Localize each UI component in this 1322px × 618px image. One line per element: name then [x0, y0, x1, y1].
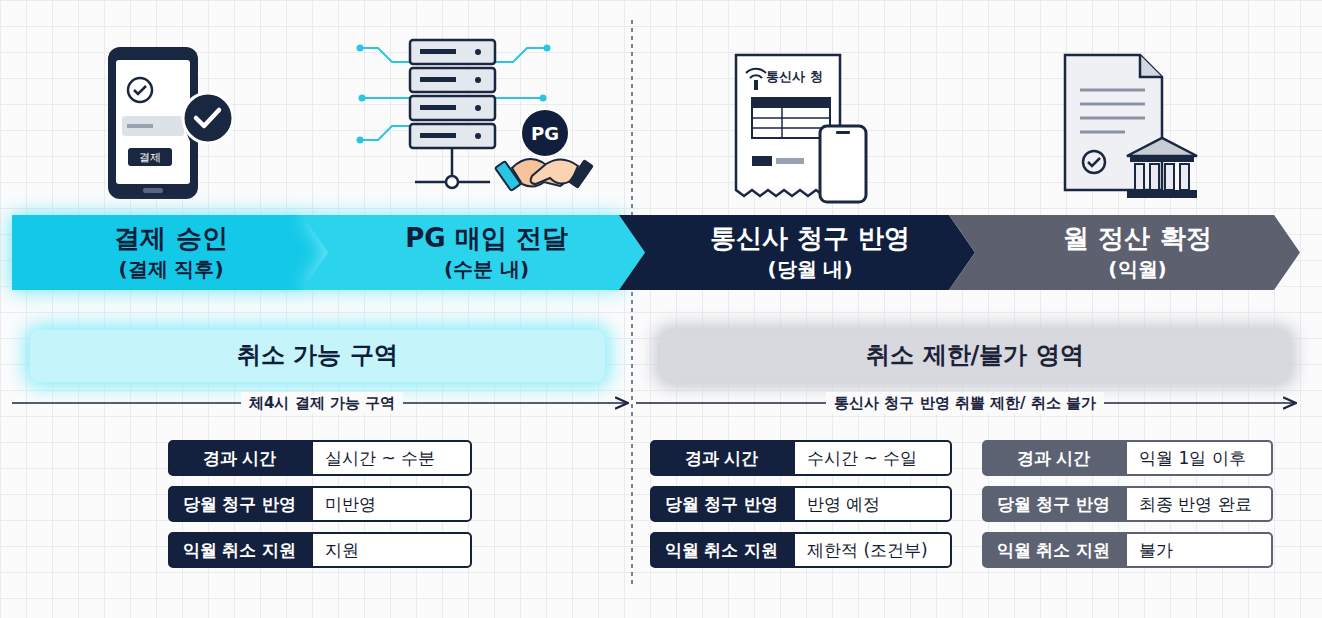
stage-title: 취소 가능 구역: [237, 342, 398, 370]
table-value-cell: 지원: [311, 532, 472, 568]
chevron-fill: [302, 215, 645, 290]
zone-band: 취소 가능 구역: [30, 330, 605, 382]
button-text: 결제: [128, 148, 172, 166]
phone-icon: [108, 47, 233, 199]
stage-title: PG 매입 전달: [405, 224, 568, 254]
table-header-cell: 당월 청구 반영: [650, 486, 793, 522]
table-header-cell: 익월 취소 지원: [982, 532, 1125, 568]
stage-title: 월 정산 확정: [1063, 224, 1211, 254]
receipt-text: 통신사 청: [766, 66, 838, 88]
table-header-cell: 당월 청구 반영: [168, 486, 311, 522]
chevron-fill: [949, 215, 1300, 290]
stage-subtitle: (결제 직후): [118, 258, 223, 281]
table-header-cell: 경과 시간: [168, 440, 311, 476]
stage-chevron: 통신사 청구 반영 (당월 내): [619, 215, 975, 290]
table-value-cell: 반영 예정: [793, 486, 952, 522]
stage-chevron: 월 정산 확정 (익월): [949, 215, 1300, 290]
stage-title: 통신사 청구 반영: [710, 224, 910, 254]
table-header-cell: 익월 취소 지원: [650, 532, 793, 568]
divider-line: [631, 20, 632, 588]
table-value-cell: 미반영: [311, 486, 472, 522]
table-header-cell: 익월 취소 지원: [168, 532, 311, 568]
chevron-fill: [619, 215, 975, 290]
table-value-cell: 최종 반영 완료: [1125, 486, 1273, 522]
zone-band: 취소 제한/불가 영역: [660, 330, 1290, 382]
arrow-label: 체4시 결제 가능 구역: [241, 392, 403, 414]
table-value-cell: 불가: [1125, 532, 1273, 568]
table-value-cell: 제한적 (조건부): [793, 532, 952, 568]
table-header-cell: 경과 시간: [982, 440, 1125, 476]
receipt-icon: [736, 55, 866, 202]
stage-subtitle: (수분 내): [444, 258, 529, 281]
table-value-cell: 익월 1일 이후: [1125, 440, 1273, 476]
chevron-fill: [12, 215, 330, 290]
stage-title: 결제 승인: [114, 224, 227, 254]
stage-chevron: PG 매입 전달 (수분 내): [302, 215, 645, 290]
table-value-cell: 수시간 ~ 수일: [793, 440, 952, 476]
pg-badge-text: PG: [521, 111, 569, 155]
arrow-label: 통신사 청구 반영 취뽈 제한/ 취소 불가: [826, 392, 1104, 414]
document-icon: [1065, 55, 1197, 198]
stage-subtitle: (익월): [1108, 258, 1166, 281]
stage-chevron: 결제 승인 (결제 직후): [12, 215, 330, 290]
stage-title: 취소 제한/불가 영역: [866, 342, 1083, 370]
table-header-cell: 당월 청구 반영: [982, 486, 1125, 522]
table-header-cell: 경과 시간: [650, 440, 793, 476]
stage-subtitle: (당월 내): [767, 258, 852, 281]
table-value-cell: 실시간 ~ 수분: [311, 440, 472, 476]
server-icon: [357, 40, 594, 191]
